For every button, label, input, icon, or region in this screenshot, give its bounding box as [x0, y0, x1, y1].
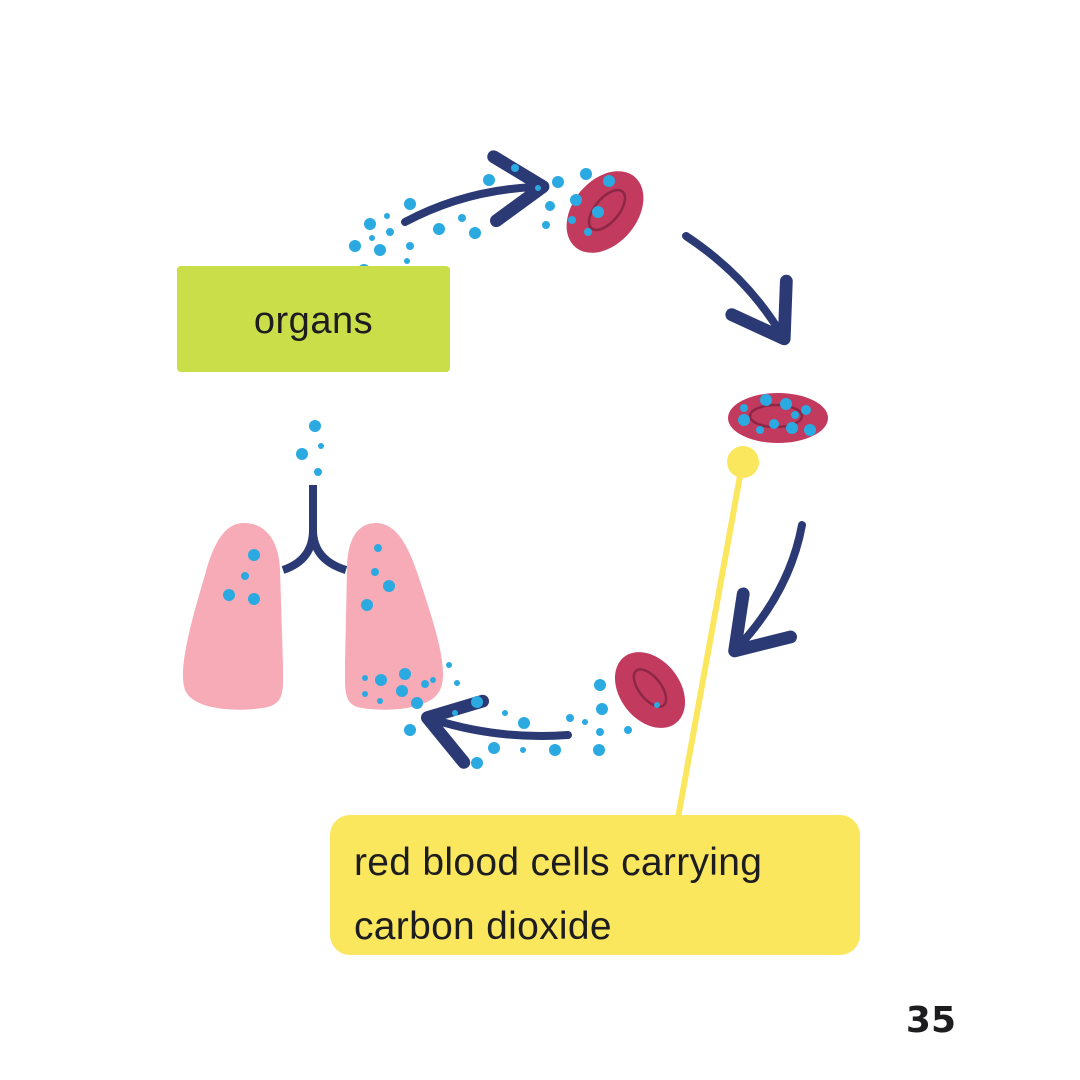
page-number: 35: [905, 1000, 956, 1041]
right-lung: [344, 523, 443, 710]
trachea: [281, 485, 348, 574]
lungs-icon: [182, 485, 443, 710]
label-pointer-dot: [727, 446, 759, 478]
red-blood-cell-top: [566, 171, 644, 253]
carbon-dioxide-dots: [223, 164, 816, 769]
left-lung: [182, 523, 284, 710]
organs-label: organs: [177, 266, 450, 372]
carbon-dioxide-cells-label: red blood cells carrying carbon dioxide: [330, 815, 860, 955]
arrow-organs-to-cell: [401, 150, 550, 228]
arrow-cell-to-lungs: [420, 694, 572, 769]
carbon-label-line-2: carbon dioxide: [354, 905, 612, 948]
arrow-top-right: [682, 232, 793, 346]
label-pointer-line: [675, 464, 745, 819]
arrow-right-down: [728, 521, 806, 658]
organs-label-text: organs: [253, 299, 374, 342]
carbon-label-line-1: red blood cells carrying: [354, 841, 763, 884]
red-blood-cell-bottom: [614, 652, 686, 728]
